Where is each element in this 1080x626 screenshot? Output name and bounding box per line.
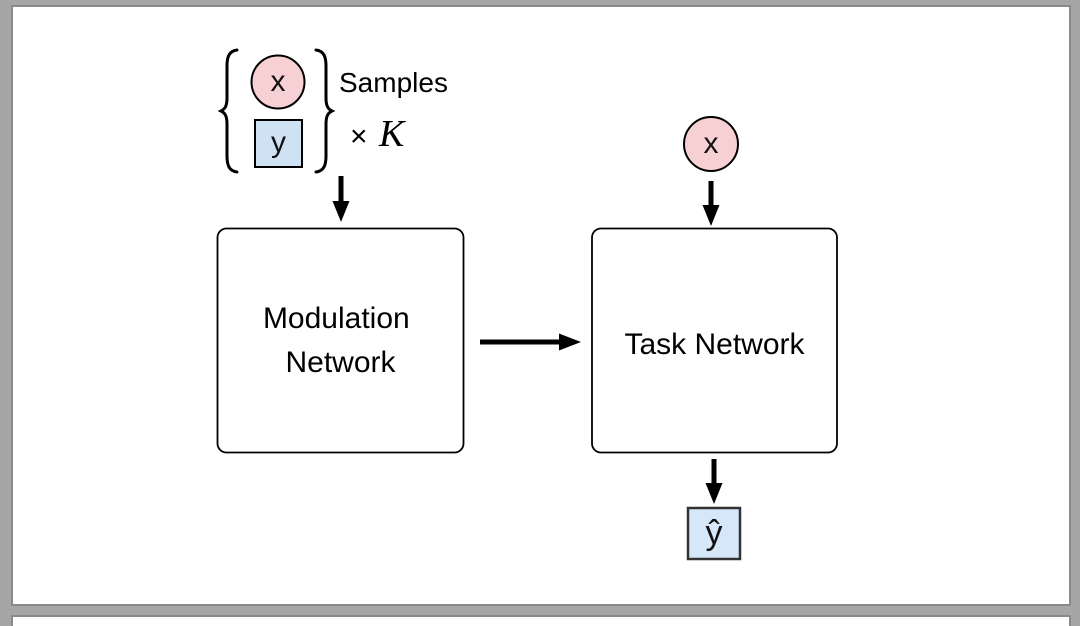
sample-y-label: y: [271, 126, 286, 159]
right-brace: [314, 48, 336, 174]
output-yhat-label: ŷ: [706, 514, 723, 552]
sample-x-label: x: [271, 65, 286, 98]
samples-group: x y Samples × K: [217, 48, 448, 174]
k-symbol: K: [378, 113, 406, 155]
query-x-node: x: [683, 116, 739, 172]
document-page-next: [11, 615, 1071, 626]
times-symbol: ×: [350, 120, 368, 153]
output-yhat-node: ŷ: [686, 506, 742, 561]
arrow-task-to-output: [705, 459, 723, 504]
modulation-network-box: Modulation Network: [216, 227, 465, 454]
samples-caption: Samples: [339, 67, 448, 98]
samples-multiplier: × K: [350, 113, 406, 155]
sample-x-node: [250, 54, 306, 110]
task-network-box: Task Network: [591, 227, 838, 454]
query-x-label: x: [704, 127, 719, 160]
arrow-samples-to-modulation: [332, 176, 350, 222]
modulation-network-label: Modulation Network: [263, 302, 418, 379]
left-brace: [217, 48, 239, 174]
document-page: [11, 5, 1071, 606]
arrow-modulation-to-task: [480, 333, 581, 351]
task-network-label: Task Network: [624, 328, 805, 361]
arrow-x-to-task: [702, 181, 720, 226]
sample-y-node: [254, 119, 303, 168]
